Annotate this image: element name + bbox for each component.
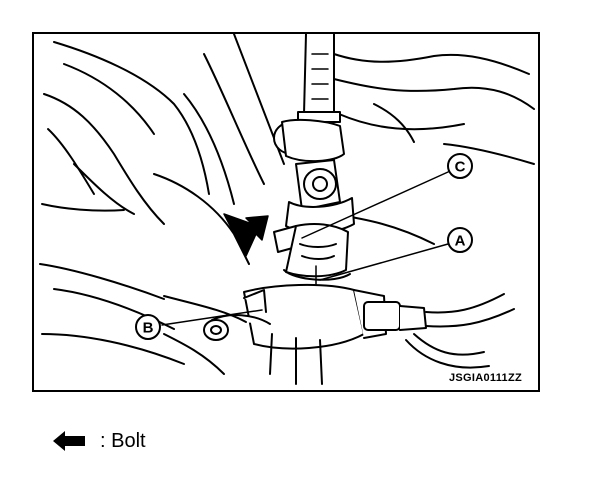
leader-line-b: [161, 309, 263, 326]
callout-a: A: [447, 227, 473, 253]
callout-b-label: B: [143, 320, 154, 337]
background-panels: [39, 34, 285, 375]
callout-a-label: A: [455, 233, 466, 250]
illustration-frame: C A B JSGIA0111ZZ: [32, 32, 540, 392]
legend: : Bolt: [52, 428, 146, 454]
upper-joint: [273, 118, 355, 234]
leader-line-a: [319, 243, 449, 281]
background-right-panels: [333, 53, 535, 245]
legend-bolt-label: : Bolt: [100, 429, 146, 452]
steering-shaft: [297, 34, 341, 123]
figure-code: JSGIA0111ZZ: [448, 372, 522, 384]
lower-joint: [273, 223, 351, 285]
leader-lines: [161, 171, 449, 326]
gear-housing: [163, 283, 515, 385]
filled-arrow-left-icon: [53, 431, 85, 451]
callout-b: B: [135, 314, 161, 340]
steering-column-joint-illustration: C A B: [39, 34, 535, 385]
bolt-arrow-icon: [223, 213, 269, 257]
callout-c: C: [447, 153, 473, 179]
callout-c-label: C: [455, 159, 466, 176]
leader-line-c: [301, 171, 449, 239]
